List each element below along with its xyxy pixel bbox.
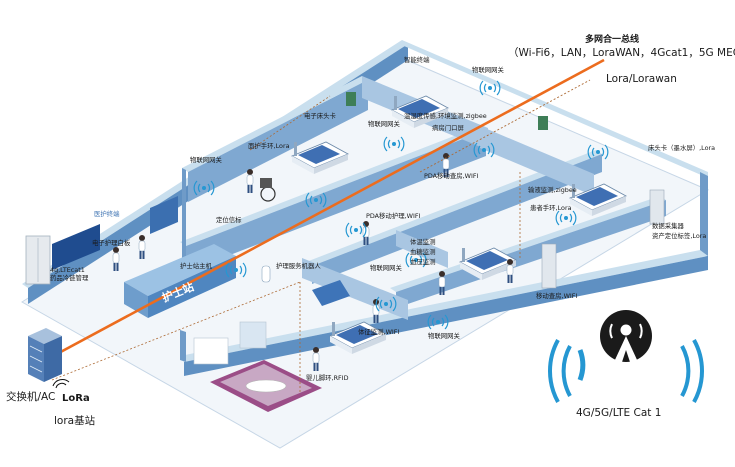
- data-collector-label: 数据采集器: [652, 221, 685, 230]
- nurse-station-screen-label: 医护终端: [94, 209, 120, 218]
- pda-mobile-label: PDA移动查房,WIFI: [424, 171, 479, 180]
- switch-label: 交换机/AC: [6, 390, 55, 403]
- e-whiteboard-label: 电子护理白板: [92, 238, 131, 247]
- temp-monitor-label: 体温监测: [410, 237, 436, 246]
- iot-gateway-3-label: 物联网网关: [190, 155, 223, 164]
- lora-line-label: Lora/Lorawan: [606, 73, 677, 85]
- pda-nursing-label: PDA移动护理,WIFI: [366, 211, 421, 220]
- labels: 多网合一总线 （Wi-Fi6，LAN，LoraWAN，4Gcat1，5G MEC…: [6, 33, 735, 427]
- iot-gateway-2-label: 物联网网关: [368, 119, 401, 128]
- infant-anklet-label: 婴儿脚环,RFID: [306, 373, 349, 382]
- electronic-bed-card-label: 电子床头卡: [304, 111, 337, 120]
- bus-title: 多网合一总线: [585, 33, 639, 45]
- care-robot-label: 护理服务机器人: [276, 261, 321, 270]
- vital-signs-label: 体征监测,WIFI: [358, 327, 399, 336]
- iot-gateway-top-label: 物联网网关: [472, 65, 505, 74]
- lora-logo: LoRa: [52, 378, 90, 404]
- cellular-label: 4G/5G/LTE Cat 1: [576, 407, 661, 419]
- patient-bracelet-label: 患者手环,Lora: [530, 203, 572, 212]
- iot-gateway-4-label: 物联网网关: [370, 263, 403, 272]
- lora-logo-text: LoRa: [62, 393, 90, 404]
- cell-tower-icon: [547, 310, 705, 403]
- asset-tag-label: 资产定位标签,Lora: [652, 231, 706, 240]
- building-walls: [22, 40, 708, 376]
- nurse-station-host-label: 护士站主机: [180, 261, 213, 270]
- env-monitor-label: 温湿度传感,环境监测,zigbee: [404, 111, 487, 120]
- blood-sugar-label: 血糖监测: [410, 247, 436, 256]
- smart-terminal-label: 智能终端: [404, 55, 430, 64]
- infusion-monitor-label: 输液监测,zigbee: [528, 185, 577, 194]
- bed-card-ink-label: 床头卡（墨水屏）,Lora: [648, 143, 715, 152]
- nurse-bracelet-label: 面护手环,Lora: [248, 141, 290, 150]
- lora-station-label: lora基站: [54, 414, 96, 427]
- switch-rack-icon: [28, 328, 62, 382]
- positioning-beacon-label: 定位信标: [216, 215, 242, 224]
- iot-gateway-5-label: 物联网网关: [428, 331, 461, 340]
- ward-door-screen-label: 病房门口屏: [432, 123, 465, 132]
- blood-pressure-label: 血压监测: [410, 257, 436, 266]
- furniture: [25, 92, 665, 412]
- mobile-rounds-label: 移动查房,WIFI: [536, 291, 577, 300]
- bus-protocols: （Wi-Fi6，LAN，LoraWAN，4Gcat1，5G MEC...）: [508, 47, 735, 59]
- network-lines: [41, 58, 605, 392]
